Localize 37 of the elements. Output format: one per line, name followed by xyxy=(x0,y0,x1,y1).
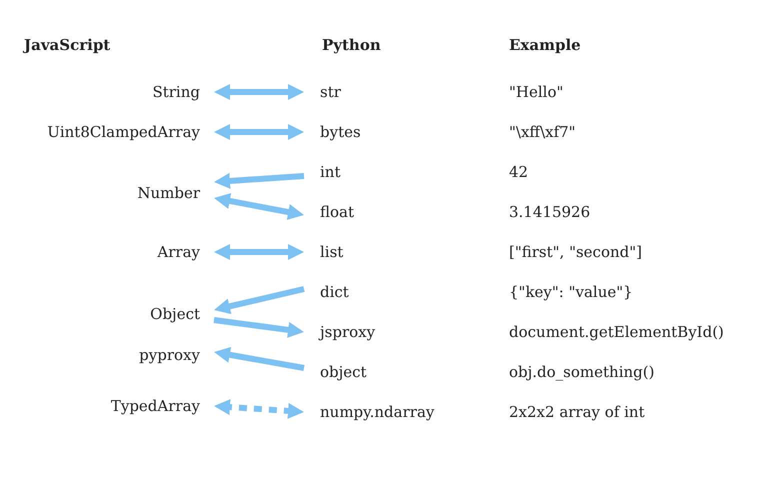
example-value: obj.do_something() xyxy=(509,362,654,382)
column-heading: Python xyxy=(322,35,381,55)
arrow xyxy=(214,124,304,140)
python-type: int xyxy=(304,162,340,182)
example-value: "Hello" xyxy=(509,82,564,102)
example-value: 2x2x2 array of int xyxy=(509,402,645,422)
javascript-type: Object xyxy=(150,304,214,324)
python-type: dict xyxy=(304,282,349,302)
python-type: str xyxy=(304,82,341,102)
javascript-type: Number xyxy=(137,183,214,203)
arrow xyxy=(214,317,304,338)
python-type: list xyxy=(304,242,344,262)
example-value: document.getElementById() xyxy=(509,322,724,342)
python-type: numpy.ndarray xyxy=(304,402,434,422)
python-type: object xyxy=(304,362,367,382)
javascript-type: TypedArray xyxy=(110,396,214,416)
javascript-type: Uint8ClampedArray xyxy=(47,122,214,142)
javascript-type: pyproxy xyxy=(139,345,214,365)
example-value: 42 xyxy=(509,162,528,182)
javascript-type: Array xyxy=(157,242,214,262)
example-value: 3.1415926 xyxy=(509,202,590,222)
python-type: jsproxy xyxy=(304,322,376,342)
python-type: float xyxy=(304,202,354,222)
arrow xyxy=(214,84,304,100)
column-heading: Example xyxy=(509,35,581,55)
column-heading: JavaScript xyxy=(24,35,110,55)
arrow xyxy=(214,399,304,419)
python-type: bytes xyxy=(304,122,361,142)
arrow xyxy=(214,244,304,260)
arrow xyxy=(214,193,304,220)
example-value: {"key": "value"} xyxy=(509,282,633,302)
javascript-type: String xyxy=(152,82,214,102)
example-value: "\xff\xf7" xyxy=(509,122,576,142)
arrow xyxy=(214,346,305,371)
arrow xyxy=(214,286,305,314)
arrow xyxy=(214,172,304,189)
example-value: ["first", "second"] xyxy=(509,242,642,262)
